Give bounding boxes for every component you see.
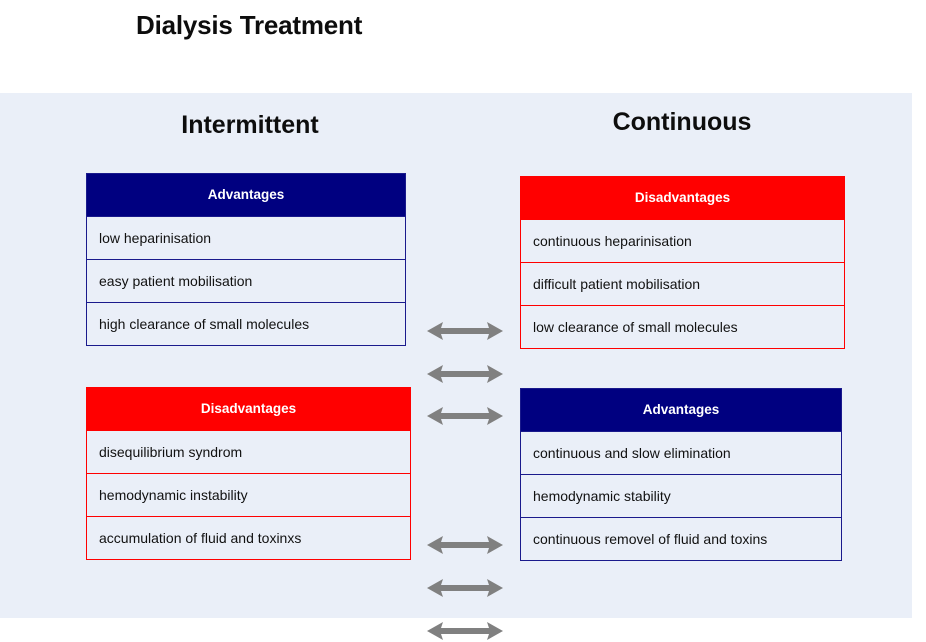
table-row: hemodynamic instability	[87, 473, 410, 516]
double-arrow-icon	[427, 534, 503, 556]
double-arrow-icon	[427, 363, 503, 385]
table-row: accumulation of fluid and toxinxs	[87, 516, 410, 559]
table-header-disadvantages: Disadvantages	[87, 388, 410, 430]
table-row: low clearance of small molecules	[521, 305, 844, 348]
table-row: hemodynamic stability	[521, 474, 841, 517]
table-continuous-advantages: Advantages continuous and slow eliminati…	[520, 388, 842, 561]
double-arrow-icon	[427, 405, 503, 427]
table-intermittent-disadvantages: Disadvantages disequilibrium syndrom hem…	[86, 387, 411, 560]
table-row: high clearance of small molecules	[87, 302, 405, 345]
column-heading-intermittent: Intermittent	[181, 111, 319, 139]
table-intermittent-advantages: Advantages low heparinisation easy patie…	[86, 173, 406, 346]
title-band: Dialysis Treatment	[0, 0, 926, 93]
double-arrow-icon	[427, 620, 503, 642]
table-row: low heparinisation	[87, 216, 405, 259]
table-header-advantages: Advantages	[521, 389, 841, 431]
table-row: difficult patient mobilisation	[521, 262, 844, 305]
table-row: continuous heparinisation	[521, 219, 844, 262]
diagram-panel: Intermittent Continuous Advantages low h…	[0, 93, 912, 640]
double-arrow-icon	[427, 577, 503, 599]
page-title: Dialysis Treatment	[136, 10, 363, 40]
table-row: easy patient mobilisation	[87, 259, 405, 302]
table-continuous-disadvantages: Disadvantages continuous heparinisation …	[520, 176, 845, 349]
table-header-disadvantages: Disadvantages	[521, 177, 844, 219]
table-row: continuous removel of fluid and toxins	[521, 517, 841, 560]
double-arrow-icon	[427, 320, 503, 342]
table-row: continuous and slow elimination	[521, 431, 841, 474]
table-header-advantages: Advantages	[87, 174, 405, 216]
table-row: disequilibrium syndrom	[87, 430, 410, 473]
column-heading-continuous: Continuous	[612, 108, 752, 136]
